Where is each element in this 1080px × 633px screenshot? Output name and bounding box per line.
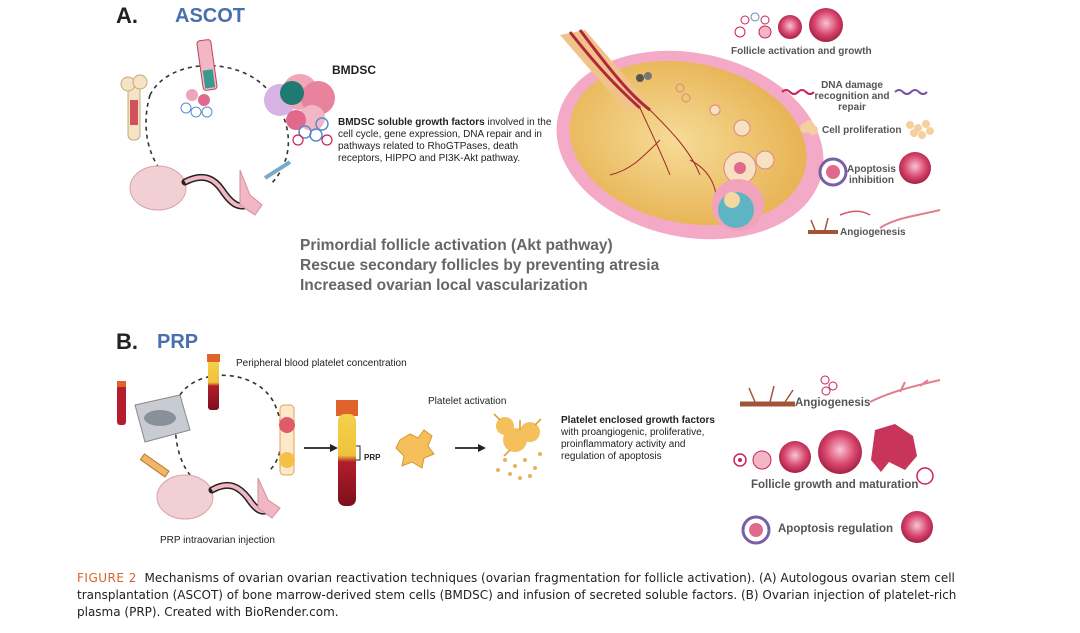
prp-tube-icon	[336, 400, 361, 506]
bone-icon	[120, 74, 148, 141]
panel-a-graphics	[120, 8, 941, 240]
platelet-factors-bold: Platelet enclosed growth factors	[561, 415, 715, 426]
cycle-arrow-b	[179, 374, 283, 471]
cell-proliferation-icons	[800, 120, 934, 139]
ovary-uterus-icon	[129, 160, 292, 216]
summary-line-3: Increased ovarian local vascularization	[300, 277, 588, 294]
centrifuge-icon	[134, 394, 191, 443]
effect-dna-line3: repair	[838, 102, 866, 113]
apoptosis-inhibition-icons	[818, 152, 931, 187]
platelet-factors-line3: regulation of apoptosis	[561, 451, 662, 462]
effect-apop-line2: inhibition	[848, 175, 894, 186]
panel-a-summary: Primordial follicle activation (Akt path…	[300, 236, 659, 296]
caption-line1: Mechanisms of ovarian ovarian reactivati…	[144, 571, 955, 585]
platelet-activation-label: Platelet activation	[428, 396, 507, 407]
bmdsc-factors-line3: pathways related to RhoGTPases, death	[338, 141, 519, 152]
summary-line-1: Primordial follicle activation (Akt path…	[300, 237, 613, 254]
ovary-cross-section-icon	[556, 29, 824, 240]
bmdsc-cluster-icon	[264, 74, 335, 146]
effect-angiogenesis-a: Angiogenesis	[840, 227, 906, 238]
summary-line-2: Rescue secondary follicles by preventing…	[300, 257, 660, 274]
activated-platelets-icon	[493, 413, 542, 480]
cycle-arrow-a	[149, 64, 290, 186]
syringe-b-icon	[139, 453, 170, 478]
caption-line2: transplantation (ASCOT) of bone marrow-d…	[77, 588, 957, 602]
ovary-uterus-b-icon	[156, 474, 281, 520]
effect-dna-repair: DNA damage recognition and repair	[812, 80, 892, 113]
angiogenesis-icons-a	[808, 209, 941, 234]
syringe-icon	[196, 39, 218, 91]
bmdsc-label: BMDSC	[332, 63, 376, 77]
panel-a-title: ASCOT	[175, 5, 245, 27]
platelet-factors-line2: proinflammatory activity and	[561, 439, 686, 450]
stem-cells-small	[180, 89, 213, 118]
platelet-factors-text: Platelet enclosed growth factors with pr…	[561, 415, 741, 463]
effect-dna-line1: DNA damage	[821, 80, 883, 91]
panel-a-letter: A.	[116, 3, 138, 28]
caption-line3: plasma (PRP). Created with BioRender.com…	[77, 605, 339, 619]
panel-b-graphics	[117, 354, 941, 545]
effect-apoptosis-inhibition: Apoptosis inhibition	[847, 164, 896, 186]
effect-angiogenesis-b: Angiogenesis	[795, 397, 871, 409]
blood-tube-icon	[117, 385, 126, 425]
panel-b-letter: B.	[116, 329, 138, 354]
effect-dna-line2: recognition and	[814, 91, 890, 102]
prp-injection-label: PRP intraovarian injection	[160, 535, 275, 546]
effect-follicle-activation: Follicle activation and growth	[731, 46, 872, 57]
bmdsc-factors-line4: receptors, HIPPO and PI3K-Akt pathway.	[338, 153, 521, 164]
dna-repair-icons	[781, 89, 928, 95]
figure-caption: FIGURE 2 Mechanisms of ovarian ovarian r…	[77, 570, 1067, 621]
platelet-factors-line1: with proangiogenic, proliferative,	[561, 427, 705, 438]
angiogenesis-icons-b	[740, 375, 941, 407]
effect-apoptosis-regulation: Apoptosis regulation	[778, 523, 893, 535]
effect-apop-line1: Apoptosis	[847, 164, 896, 175]
bmdsc-factors-text: BMDSC soluble growth factors involved in…	[338, 117, 568, 165]
caption-head: FIGURE 2	[77, 571, 137, 585]
bmdsc-factors-line2: cell cycle, gene expression, DNA repair …	[338, 129, 542, 140]
peripheral-blood-label: Peripheral blood platelet concentration	[236, 358, 407, 369]
platelet-icon	[395, 429, 435, 469]
bmdsc-factors-line1: involved in the	[484, 117, 552, 128]
bmdsc-factors-bold: BMDSC soluble growth factors	[338, 117, 485, 128]
plasma-tube-icon	[208, 360, 219, 410]
prp-tag: PRP	[364, 453, 381, 462]
panel-b-title: PRP	[157, 331, 199, 353]
follicle-growth-icons	[733, 424, 934, 485]
platelet-tubes-icon	[279, 404, 295, 476]
follicle-activation-icons	[734, 8, 843, 42]
effect-follicle-growth: Follicle growth and maturation	[751, 479, 919, 491]
effect-cell-proliferation: Cell proliferation	[822, 125, 902, 136]
apoptosis-regulation-icons	[741, 511, 933, 545]
